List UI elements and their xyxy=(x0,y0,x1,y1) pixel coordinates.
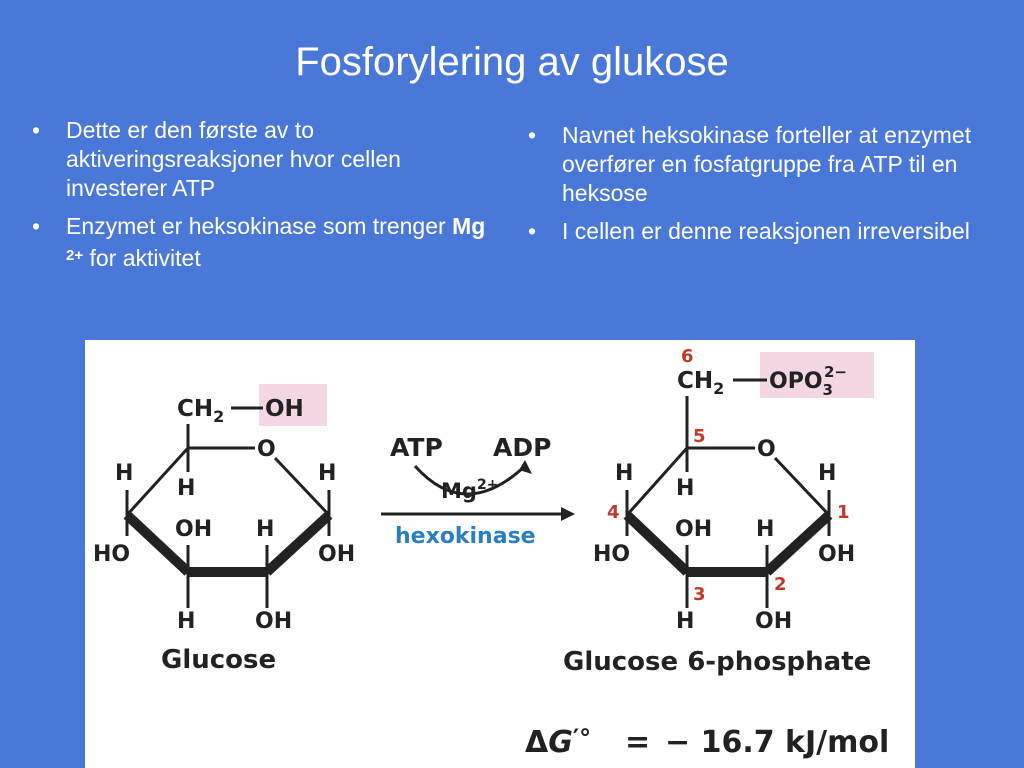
bond xyxy=(125,446,190,517)
atp-adp-curve xyxy=(413,464,527,496)
oh-highlight xyxy=(259,384,327,426)
g6p-h-top: H xyxy=(676,476,694,501)
g6p-oh-bottom: OH xyxy=(755,609,792,634)
glucose-h-mid: H xyxy=(256,517,274,542)
reaction-figure: CH2 OH O H H H OH H HO OH H xyxy=(85,340,915,768)
g6p-h2: H xyxy=(818,461,836,486)
glucose-name: Glucose xyxy=(161,645,276,675)
g6p-opo: OPO32− xyxy=(769,363,847,399)
left-bullet-2-text-after: for aktivitet xyxy=(83,245,201,271)
glucose-structure: CH2 OH O H H H OH H HO OH H xyxy=(93,384,355,675)
bullet-marker: • xyxy=(32,213,41,239)
glucose-oh-right: OH xyxy=(318,542,355,567)
energy-value: − 16.7 xyxy=(665,725,775,760)
left-bullet-2: • Enzymet er heksokinase som trenger Mg … xyxy=(22,212,492,273)
bond xyxy=(273,456,331,517)
glucose-ch2: CH2 xyxy=(177,396,224,426)
left-bullet-2-text-before: Enzymet er heksokinase som trenger xyxy=(66,213,453,239)
g6p-ring-o: O xyxy=(757,437,776,462)
curve-arrowhead xyxy=(519,460,532,474)
bond xyxy=(263,511,333,576)
mg-label: Mg2+ xyxy=(441,477,498,503)
g6p-h-bottom: H xyxy=(676,609,694,634)
mg-charge: 2+ xyxy=(66,247,84,264)
carbon-number-3: 3 xyxy=(693,584,706,605)
g6p-oh-mid: OH xyxy=(675,517,712,542)
reaction-arrowhead xyxy=(561,507,575,521)
left-bullet-list: • Dette er den første av to aktiveringsr… xyxy=(22,116,492,282)
glucose-h-top: H xyxy=(177,476,195,501)
equals-sign: = xyxy=(625,725,650,760)
g6p-name: Glucose 6-phosphate xyxy=(563,647,871,677)
glucose-h-bottom: H xyxy=(177,609,195,634)
energy-unit: kJ/mol xyxy=(785,725,889,760)
right-bullet-2: • I cellen er denne reaksjonen irreversi… xyxy=(518,217,1008,246)
glucose-oh-mid: OH xyxy=(175,517,212,542)
right-bullet-list: • Navnet heksokinase forteller at enzyme… xyxy=(518,121,1008,255)
glucose-h1: H xyxy=(115,461,133,486)
glucose-h2: H xyxy=(318,461,336,486)
g6p-ho: HO xyxy=(593,542,630,567)
right-bullet-1-text: Navnet heksokinase forteller at enzymet … xyxy=(562,122,972,206)
glucose-ring-o: O xyxy=(257,437,276,462)
g6p-structure: 6 CH2 OPO32− 5 O 4 1 3 2 H H H OH xyxy=(563,346,874,677)
bond xyxy=(123,511,192,576)
carbon-number-2: 2 xyxy=(774,574,787,595)
bond xyxy=(773,456,831,517)
reaction-diagram: CH2 OH O H H H OH H HO OH H xyxy=(93,346,889,760)
carbon-number-6: 6 xyxy=(681,346,694,367)
bullet-marker: • xyxy=(32,117,41,143)
phosphate-highlight xyxy=(760,352,874,398)
g6p-oh-right: OH xyxy=(818,542,855,567)
g6p-h-mid: H xyxy=(756,517,774,542)
glucose-oh-group: OH xyxy=(265,396,304,422)
left-bullet-1-text: Dette er den første av to aktiveringsrea… xyxy=(66,117,401,201)
glucose-ho: HO xyxy=(93,542,130,567)
g6p-h1: H xyxy=(615,461,633,486)
slide-title: Fosforylering av glukose xyxy=(295,40,729,84)
glucose-oh-bottom: OH xyxy=(255,609,292,634)
right-bullet-2-text: I cellen er denne reaksjonen irreversibe… xyxy=(562,218,970,244)
atp-label: ATP xyxy=(390,433,443,462)
enzyme-label: hexokinase xyxy=(395,524,536,549)
bond xyxy=(625,446,689,517)
bullet-marker: • xyxy=(528,122,537,148)
bond xyxy=(763,511,833,576)
left-bullet-1: • Dette er den første av to aktiveringsr… xyxy=(22,116,492,203)
carbon-number-4: 4 xyxy=(607,502,620,523)
adp-label: ADP xyxy=(493,433,551,462)
carbon-number-1: 1 xyxy=(837,502,850,523)
right-bullet-1: • Navnet heksokinase forteller at enzyme… xyxy=(518,121,1008,208)
bond xyxy=(623,511,691,576)
carbon-number-5: 5 xyxy=(693,426,706,447)
free-energy-equation: ΔG′° = − 16.7 kJ/mol xyxy=(525,724,889,760)
delta-g-symbol: ΔG′° xyxy=(525,724,591,760)
mg-symbol: Mg xyxy=(452,213,486,239)
reaction-arrow-group: ATP ADP Mg2+ hexokinase xyxy=(381,433,575,549)
g6p-ch2: CH2 xyxy=(677,368,724,398)
bullet-marker: • xyxy=(528,218,537,244)
